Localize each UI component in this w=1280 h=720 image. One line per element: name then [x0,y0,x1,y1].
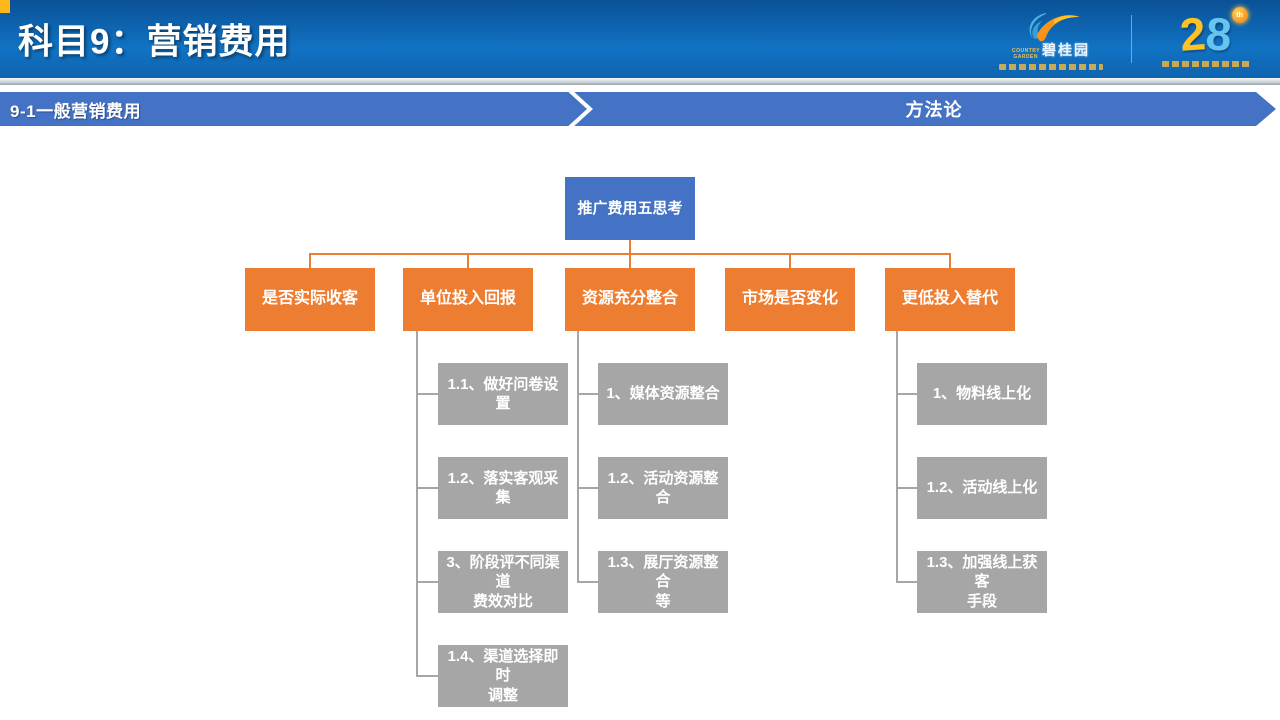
connector-branch-drop [629,253,631,268]
leaf-node: 1、物料线上化 [917,363,1047,425]
leaf-node: 3、阶段评不同渠道 费效对比 [438,551,568,613]
connector-leaf-spine [416,331,418,676]
connector-leaf-stub [416,581,438,583]
anniversary-th-label: th [1236,11,1243,19]
leaf-node: 1.4、渠道选择即时 调整 [438,645,568,707]
corner-accent [0,0,10,13]
connector-branch-drop [467,253,469,268]
breadcrumb-right: 方法论 [905,100,963,120]
connector-branch-drop [949,253,951,268]
brand-name-row: COUNTRY GARDEN 碧桂园 [1012,40,1090,60]
logo-group: COUNTRY GARDEN 碧桂园 2 8 th [987,3,1264,75]
breadcrumb-bar: 9-1一般营销费用 方法论 [0,92,1280,126]
leaf-node: 1.2、活动资源整合 [598,457,728,519]
connector-leaf-stub [416,487,438,489]
brand-sub-label: COUNTRY GARDEN [1012,48,1041,60]
brand-tagline-placeholder [999,64,1103,70]
country-garden-logo: COUNTRY GARDEN 碧桂园 [987,8,1115,70]
branch-node: 单位投入回报 [403,268,533,331]
breadcrumb-left: 9-1一般营销费用 [10,101,142,121]
branch-node: 是否实际收客 [245,268,375,331]
connector-branch-drop [309,253,311,268]
connector-root-drop [629,240,631,253]
connector-leaf-stub [416,675,438,677]
leaf-node: 1.3、展厅资源整合 等 [598,551,728,613]
connector-leaf-spine [577,331,579,582]
leaf-node: 1.2、活动线上化 [917,457,1047,519]
phoenix-swirl-icon [1029,13,1080,42]
brand-name-label: 碧桂园 [1042,42,1090,58]
leaf-node: 1.3、加强线上获客 手段 [917,551,1047,613]
branch-node: 资源充分整合 [565,268,695,331]
anniversary-digits: 2 8 th [1179,7,1248,61]
connector-leaf-stub [416,393,438,395]
connector-branch-drop [789,253,791,268]
connector-leaf-stub [577,487,598,489]
connector-leaf-stub [896,581,917,583]
anniversary-28-logo: 2 8 th [1148,7,1264,67]
arrow-band [0,92,1276,126]
leaf-node: 1.1、做好问卷设置 [438,363,568,425]
sun-icon: th [1231,7,1248,23]
anniversary-tagline-placeholder [1162,61,1250,67]
page-title: 科目9：营销费用 [18,22,291,62]
connector-leaf-stub [896,487,917,489]
branch-node: 更低投入替代 [885,268,1015,331]
connector-leaf-spine [896,331,898,582]
header-divider [0,78,1280,85]
leaf-node: 1、媒体资源整合 [598,363,728,425]
diagram-root-node: 推广费用五思考 [565,177,695,240]
leaf-node: 1.2、落实客观采集 [438,457,568,519]
slide-header: 科目9：营销费用 COUNTRY GARDEN 碧桂园 2 [0,0,1280,78]
connector-leaf-stub [577,393,598,395]
branch-node: 市场是否变化 [725,268,855,331]
connector-leaf-stub [577,581,598,583]
logo-divider [1131,15,1132,63]
connector-leaf-stub [896,393,917,395]
